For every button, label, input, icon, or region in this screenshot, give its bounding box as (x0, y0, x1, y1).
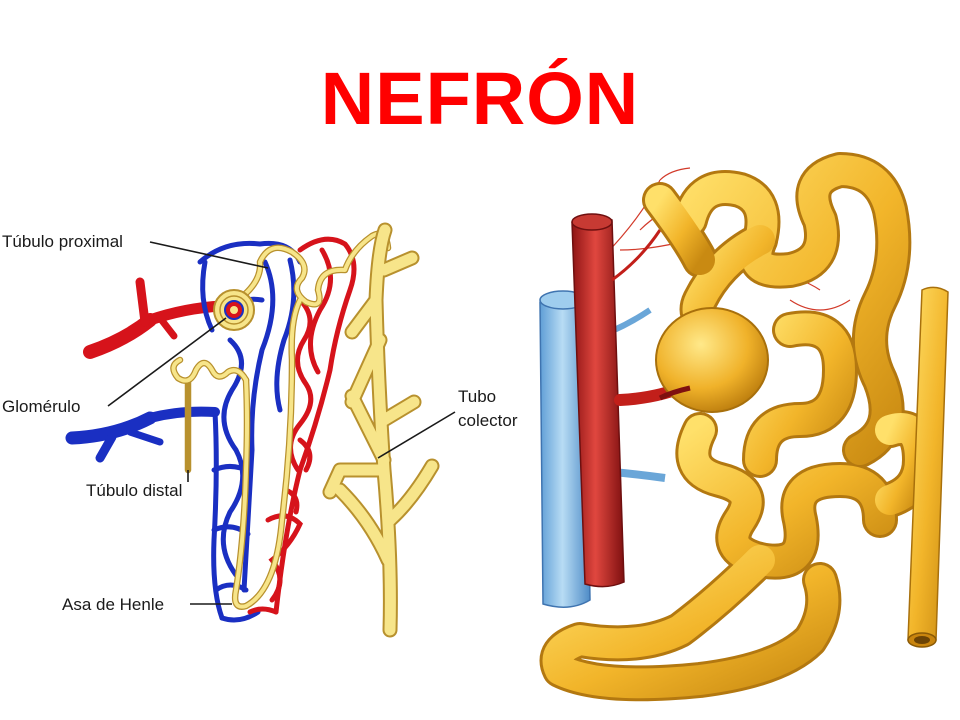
glomerulus-icon (213, 289, 255, 331)
label-tubo: Tubo (458, 387, 496, 406)
label-tubulo-proximal: Túbulo proximal (2, 232, 123, 251)
label-colector: colector (458, 411, 518, 430)
collecting-tube-icon (907, 286, 949, 648)
artery-vessel-icon (571, 213, 696, 588)
page-title: NEFRÓN (320, 57, 640, 140)
schematic-nephron: Túbulo proximal Glomérulo Túbulo distal … (2, 222, 518, 638)
label-asa-de-henle: Asa de Henle (62, 595, 164, 614)
label-glomerulo: Glomérulo (2, 397, 80, 416)
label-leaders (107, 241, 456, 605)
bowman-capsule-icon (655, 307, 769, 413)
realistic-nephron (539, 152, 949, 702)
vein-branch-icon (65, 406, 220, 463)
coiled-tubules (539, 152, 938, 702)
collecting-duct-icon (322, 222, 440, 638)
label-tubulo-distal: Túbulo distal (86, 481, 182, 500)
schematic-tubules (170, 230, 392, 610)
